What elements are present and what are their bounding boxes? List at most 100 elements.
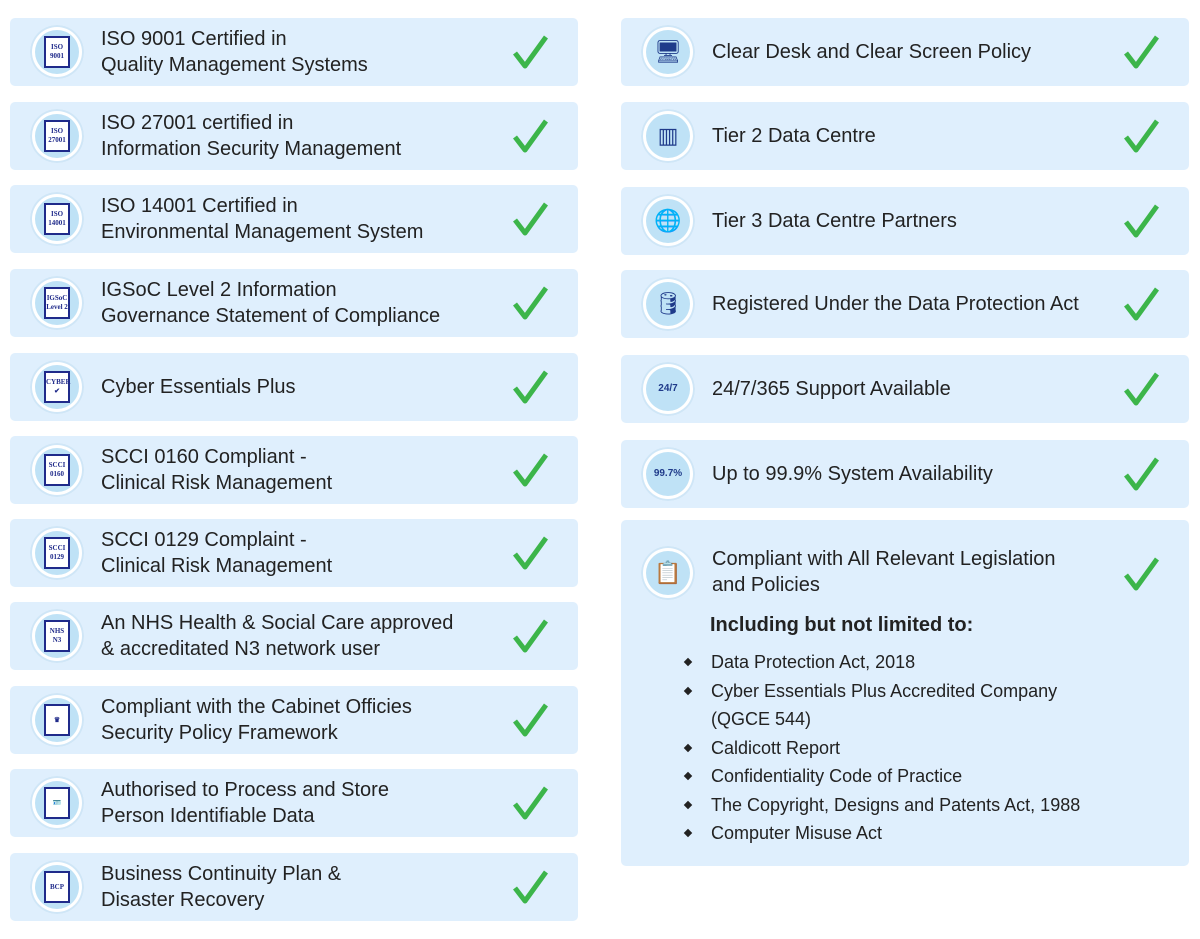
icon-text: CYBER	[46, 378, 71, 386]
icon-text: N3	[52, 636, 62, 644]
icon-text: 🪪	[52, 798, 62, 807]
label-line: Compliant with All Relevant Legislation	[712, 548, 1056, 570]
certification-card: 📋 Compliant with All Relevant Legislation…	[621, 520, 1189, 866]
certification-label: SCCI 0129 Complaint - Clinical Risk Manag…	[101, 519, 332, 587]
icon-text: SCCI	[48, 461, 66, 469]
list-item: Confidentiality Code of Practice	[683, 762, 1091, 791]
label-line: SCCI 0129 Complaint -	[101, 529, 307, 551]
label-line: ISO 9001 Certified in	[101, 28, 287, 50]
clear-desk-icon: 🖥	[641, 25, 695, 79]
icon-glyph: ▥	[657, 123, 679, 148]
label-line: Authorised to Process and Store	[101, 779, 389, 801]
label-line: Security Policy Framework	[101, 722, 338, 744]
icon-text: 9001	[50, 52, 64, 60]
icon-text: 0129	[50, 553, 64, 561]
bcp-icon: BCP	[30, 860, 84, 914]
checkmark-icon	[1124, 287, 1159, 321]
label-line: ISO 14001 Certified in	[101, 195, 298, 217]
id-card-gavel-icon: 🪪	[30, 776, 84, 830]
label-line: Tier 2 Data Centre	[712, 125, 876, 147]
icon-text: ✔	[54, 387, 60, 395]
label-line: Cyber Essentials Plus	[101, 376, 296, 398]
label-line: An NHS Health & Social Care approved	[101, 612, 454, 634]
label-line: Clinical Risk Management	[101, 472, 333, 494]
checkmark-icon	[1124, 457, 1159, 491]
list-item: Caldicott Report	[683, 734, 1091, 763]
icon-text: 27001	[48, 136, 66, 144]
certification-label: Up to 99.9% System Availability	[712, 440, 993, 508]
label-line: Tier 3 Data Centre Partners	[712, 210, 957, 232]
label-line: Disaster Recovery	[101, 889, 265, 911]
checkmark-icon	[513, 119, 548, 153]
label-line: Clinical Risk Management	[101, 555, 333, 577]
icon-text: ISO	[50, 127, 64, 135]
certification-label: Tier 2 Data Centre	[712, 102, 876, 170]
support-24-7-icon: 24/7	[641, 362, 695, 416]
icon-text: 14001	[48, 219, 66, 227]
list-item: Cyber Essentials Plus Accredited Company…	[683, 677, 1091, 734]
certification-label: Compliant with All Relevant Legislation a…	[712, 546, 1056, 598]
label-line: 24/7/365 Support Available	[712, 378, 951, 400]
icon-glyph: 🛢	[654, 291, 682, 316]
icon-text: NHS	[49, 627, 65, 635]
cyber-essentials-icon: CYBER✔	[30, 360, 84, 414]
icon-text: ISO	[50, 43, 64, 51]
checkmark-icon	[513, 619, 548, 653]
cabinet-office-crest-icon: ♛	[30, 693, 84, 747]
checkmark-icon	[513, 703, 548, 737]
certification-label: Tier 3 Data Centre Partners	[712, 187, 957, 255]
checkmark-icon	[513, 536, 548, 570]
checkmark-icon	[513, 202, 548, 236]
label-line: and Policies	[712, 574, 820, 596]
list-item: The Copyright, Designs and Patents Act, …	[683, 791, 1091, 820]
label-line: Governance Statement of Compliance	[101, 305, 441, 327]
certification-label: 24/7/365 Support Available	[712, 355, 951, 423]
icon-glyph: 🌐	[654, 208, 682, 233]
icon-glyph: 24/7	[658, 383, 678, 394]
clipboard-check-icon: 📋	[641, 546, 695, 600]
globe-icon: 🌐	[641, 194, 695, 248]
label-line: Information Security Management	[101, 138, 402, 160]
certification-card: 🌐 Tier 3 Data Centre Partners	[621, 187, 1189, 255]
checkmark-icon	[513, 453, 548, 487]
label-line: IGSoC Level 2 Information	[101, 279, 337, 301]
certification-card: 🛢Registered Under the Data Protection Ac…	[621, 270, 1189, 338]
label-line: ISO 27001 certified in	[101, 112, 294, 134]
list-item: Computer Misuse Act	[683, 819, 1091, 848]
certification-card: 99.7% Up to 99.9% System Availability	[621, 440, 1189, 508]
label-line: SCCI 0160 Compliant -	[101, 446, 307, 468]
server-icon: ▥	[641, 109, 695, 163]
checkmark-icon	[513, 370, 548, 404]
certification-card: 🖥 Clear Desk and Clear Screen Policy	[621, 18, 1189, 86]
certification-label: ISO 27001 certified in Information Securi…	[101, 102, 401, 170]
certification-card: ▥ Tier 2 Data Centre	[621, 102, 1189, 170]
label-line: Up to 99.9% System Availability	[712, 463, 993, 485]
checkmark-icon	[1124, 372, 1159, 406]
icon-text: BCP	[50, 882, 64, 891]
icon-glyph: 🖥	[654, 39, 682, 64]
label-line: Clear Desk and Clear Screen Policy	[712, 41, 1032, 63]
checkmark-icon	[1124, 557, 1159, 591]
availability-icon: 99.7%	[641, 447, 695, 501]
certification-label: Cyber Essentials Plus	[101, 353, 296, 421]
certification-label: SCCI 0160 Compliant - Clinical Risk Manag…	[101, 436, 332, 504]
checkmark-icon	[1124, 204, 1159, 238]
icon-text: Level 2	[46, 303, 68, 311]
icon-text: ♛	[53, 715, 61, 724]
certification-card: 24/7 24/7/365 Support Available	[621, 355, 1189, 423]
